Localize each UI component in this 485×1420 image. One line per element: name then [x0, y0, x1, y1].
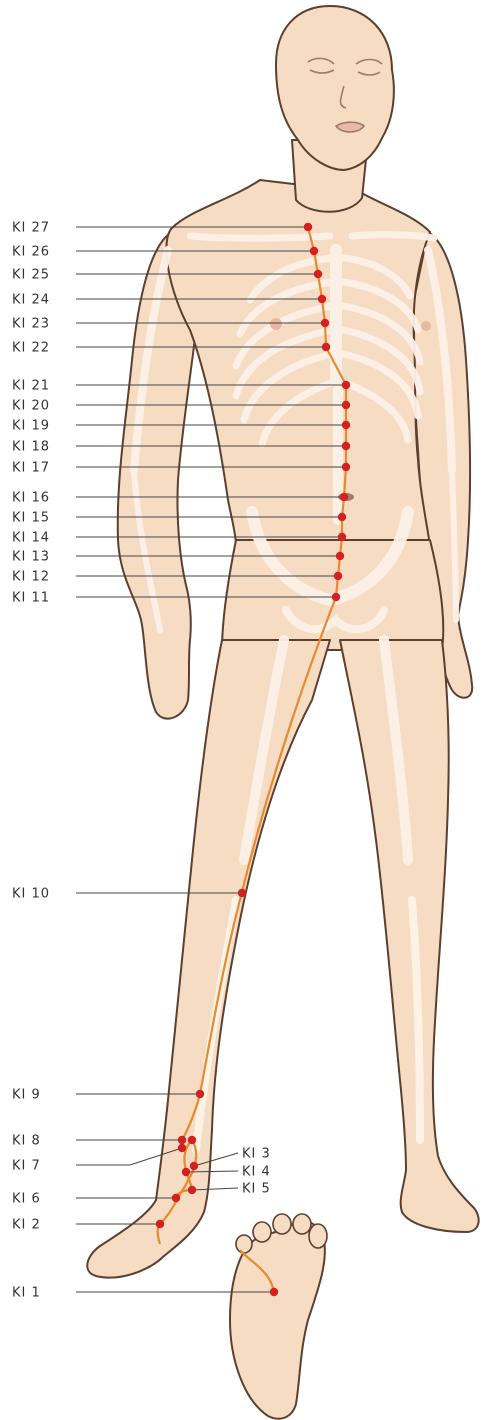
point-ki18 — [342, 442, 350, 450]
point-ki4 — [182, 1168, 190, 1176]
label-ki4: KI 4 — [242, 1165, 271, 1180]
label-ki26: KI 26 — [12, 245, 50, 260]
label-ki27: KI 27 — [12, 221, 50, 236]
point-ki10 — [238, 889, 246, 897]
point-ki26 — [310, 247, 318, 255]
point-ki15 — [338, 513, 346, 521]
point-ki24 — [318, 295, 326, 303]
label-ki24: KI 24 — [12, 293, 50, 308]
label-ki25: KI 25 — [12, 268, 50, 283]
point-ki2 — [156, 1220, 164, 1228]
point-ki11 — [332, 593, 340, 601]
point-ki27 — [304, 223, 312, 231]
point-ki16 — [340, 493, 348, 501]
label-ki3: KI 3 — [242, 1147, 271, 1162]
label-ki15: KI 15 — [12, 511, 50, 526]
label-ki1: KI 1 — [12, 1286, 41, 1301]
label-ki10: KI 10 — [12, 887, 50, 902]
label-ki9: KI 9 — [12, 1088, 41, 1103]
point-ki14 — [338, 533, 346, 541]
body-figure — [87, 6, 478, 1419]
point-ki9 — [196, 1090, 204, 1098]
point-ki19 — [342, 421, 350, 429]
label-ki22: KI 22 — [12, 341, 50, 356]
point-ki7 — [178, 1144, 186, 1152]
point-ki6 — [172, 1194, 180, 1202]
point-ki25 — [314, 270, 322, 278]
point-ki3 — [190, 1162, 198, 1170]
label-ki18: KI 18 — [12, 440, 50, 455]
label-ki7: KI 7 — [12, 1159, 41, 1174]
right-leg — [87, 640, 330, 1278]
left-leg — [340, 640, 479, 1232]
point-ki13 — [336, 552, 344, 560]
label-ki19: KI 19 — [12, 419, 50, 434]
label-ki11: KI 11 — [12, 591, 50, 606]
point-ki23 — [321, 319, 329, 327]
label-ki21: KI 21 — [12, 379, 50, 394]
point-ki22 — [322, 343, 330, 351]
label-ki8: KI 8 — [12, 1134, 41, 1149]
label-ki2: KI 2 — [12, 1218, 41, 1233]
point-ki20 — [342, 401, 350, 409]
label-ki6: KI 6 — [12, 1192, 41, 1207]
label-ki5: KI 5 — [242, 1182, 271, 1197]
label-ki12: KI 12 — [12, 570, 50, 585]
point-ki12 — [334, 572, 342, 580]
point-ki21 — [342, 381, 350, 389]
label-ki20: KI 20 — [12, 399, 50, 414]
point-ki8-b — [188, 1136, 196, 1144]
label-ki14: KI 14 — [12, 531, 50, 546]
label-ki23: KI 23 — [12, 317, 50, 332]
label-ki13: KI 13 — [12, 550, 50, 565]
point-ki1 — [270, 1288, 278, 1296]
label-ki17: KI 17 — [12, 461, 50, 476]
point-ki5 — [188, 1186, 196, 1194]
point-ki17 — [342, 463, 350, 471]
point-ki8 — [178, 1136, 186, 1144]
label-ki16: KI 16 — [12, 491, 50, 506]
